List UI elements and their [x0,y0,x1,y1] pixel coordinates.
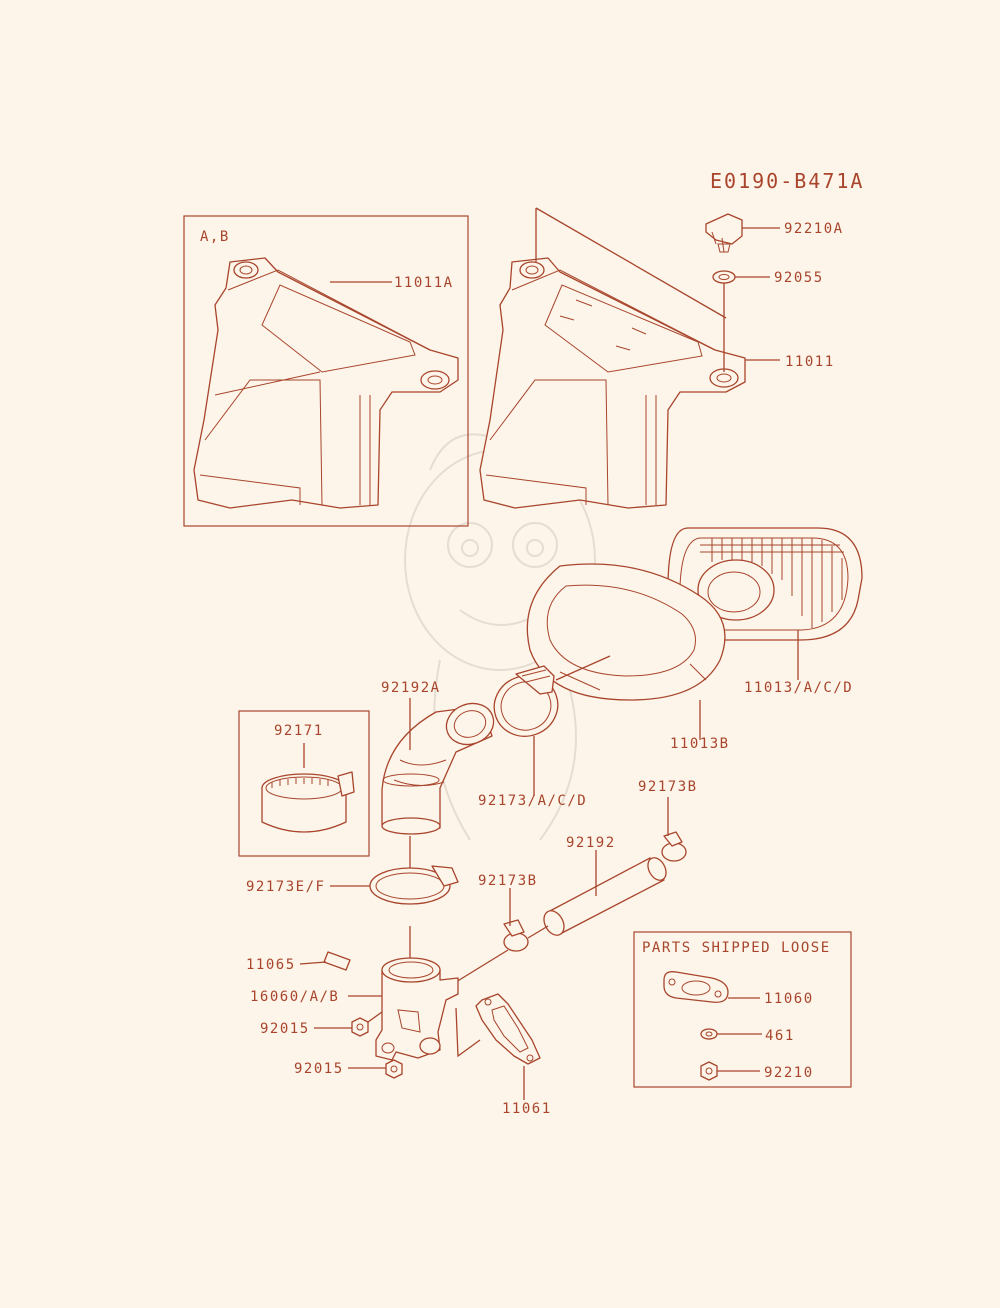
washer-92055 [712,270,736,284]
label-92055: 92055 [774,270,824,286]
gasket-11061 [475,993,541,1065]
loose-parts-box [633,931,852,1088]
elbow-hose-92192A [381,702,495,835]
label-92015-upper: 92015 [260,1021,310,1037]
air-cleaner-cover [479,257,746,509]
label-11065: 11065 [246,957,296,973]
label-461: 461 [765,1028,795,1044]
label-11013B: 11013B [670,736,730,752]
clamp-92171 [261,771,355,833]
label-92015-lower: 92015 [294,1061,344,1077]
clamp-92173ACD [493,665,559,737]
label-11060: 11060 [764,991,814,1007]
washer-461 [700,1028,718,1040]
gasket-11060 [663,971,729,1003]
label-92173ACD: 92173/A/C/D [478,793,587,809]
air-cleaner-cover-ab [193,257,459,509]
pin-11065 [323,951,351,971]
hose-92192 [543,857,667,936]
nut-92015-upper [351,1017,369,1037]
label-11011A: 11011A [394,275,454,291]
label-11013ACD: 11013/A/C/D [744,680,853,696]
intake-body [375,957,459,1061]
label-92173B-lower: 92173B [478,873,538,889]
nut-92210 [700,1061,718,1081]
label-92171: 92171 [274,723,324,739]
label-92192A: 92192A [381,680,441,696]
inset-92171-box [238,710,370,857]
loose-parts-heading: PARTS SHIPPED LOOSE [642,940,831,956]
clamp-92173EF [369,865,459,905]
label-92173EF: 92173E/F [246,879,325,895]
inset-variant-label: A,B [200,229,230,245]
pre-cleaner [526,563,726,701]
label-92192: 92192 [566,835,616,851]
clamp-92173B-lower [503,919,529,952]
label-11011: 11011 [785,354,835,370]
clamp-92173B-upper [661,831,687,862]
diagram-id: E0190-B471A [710,169,864,193]
label-11061: 11061 [502,1101,552,1117]
filter-pleats [700,538,844,628]
label-92173B-upper: 92173B [638,779,698,795]
label-92210A: 92210A [784,221,844,237]
knob-92210A [705,213,743,253]
nut-92015-lower [385,1059,403,1079]
inset-variant-box [183,215,469,527]
label-16060AB: 16060/A/B [250,989,339,1005]
label-92210: 92210 [764,1065,814,1081]
